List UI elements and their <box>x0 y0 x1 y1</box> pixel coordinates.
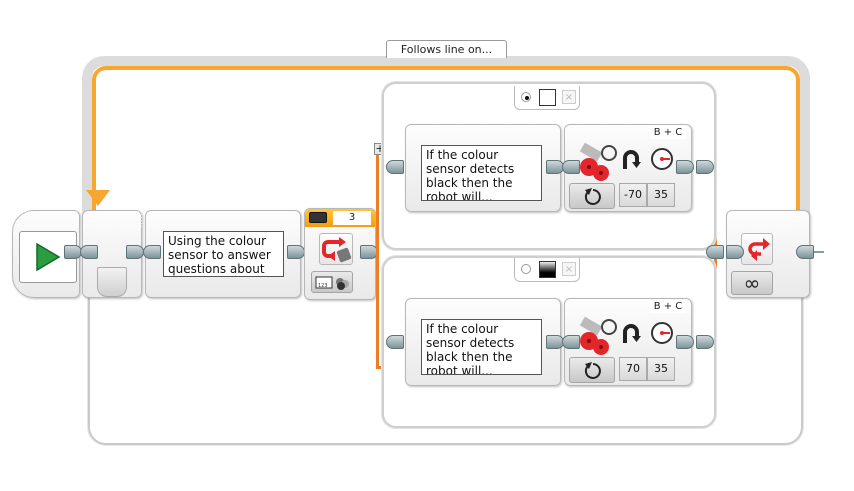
loop-output-connector[interactable] <box>126 245 144 259</box>
move-steering-block-case-2[interactable]: B + C 70 35 <box>564 298 692 386</box>
steering-value-case-2[interactable]: 70 <box>619 357 647 381</box>
loop-start-tab <box>97 267 127 297</box>
power-speedometer-icon <box>651 322 673 344</box>
move-steering-case-1-header: B + C <box>565 125 691 139</box>
rotate-icon <box>584 362 601 379</box>
case-2-color-swatch[interactable] <box>539 261 556 278</box>
case-1-input-connector[interactable] <box>386 160 404 174</box>
power-value-case-2[interactable]: 35 <box>647 357 675 381</box>
motor-mode-button-case-1[interactable] <box>569 183 615 209</box>
case-2-remove-button[interactable]: × <box>562 262 576 276</box>
large-motors-steering-icon <box>579 143 617 181</box>
loop-return-sequence-wire <box>92 66 800 216</box>
case-2-tab: × <box>514 258 580 282</box>
case-1-remove-button[interactable]: × <box>562 90 576 104</box>
switch-submode-button[interactable]: 123 <box>311 271 353 293</box>
loop-name-label[interactable]: Follows line on... <box>386 40 507 58</box>
loop-input-connector[interactable] <box>80 245 98 259</box>
loop-return-wire <box>82 56 810 216</box>
switch-mode-button[interactable] <box>319 233 353 265</box>
steering-value-case-1[interactable]: -70 <box>619 183 647 207</box>
comment-block-case-1[interactable]: If the colour sensor detects black then … <box>405 124 561 212</box>
loop-end-inner-connector[interactable] <box>726 245 744 259</box>
switch-flow-left-bar <box>376 143 379 368</box>
loop-mode-button[interactable] <box>741 233 773 265</box>
power-value-case-1[interactable]: 35 <box>647 183 675 207</box>
case-1-color-swatch[interactable] <box>539 89 556 106</box>
measure-color-icon: 123 <box>315 276 349 290</box>
switch-view-toggle-icon[interactable] <box>309 212 327 223</box>
large-motors-steering-icon <box>579 317 617 355</box>
comment-text-case-2[interactable]: If the colour sensor detects black then … <box>421 319 542 375</box>
switch-flow-left-bottom <box>376 366 386 369</box>
comment-output-connector[interactable] <box>287 245 305 259</box>
steering-icon <box>623 324 641 343</box>
loop-end-input-connector[interactable] <box>706 245 724 259</box>
motor-ports-label[interactable]: B + C <box>649 126 687 139</box>
switch-block[interactable]: 3 123 <box>304 208 376 300</box>
comment-block-case-2[interactable]: If the colour sensor detects black then … <box>405 298 561 386</box>
move-steering-case-2-output-connector[interactable] <box>676 335 694 349</box>
switch-header: 3 <box>305 209 375 227</box>
power-speedometer-icon <box>651 148 673 170</box>
loop-end-output-connector[interactable] <box>796 245 814 259</box>
move-steering-case-2-header: B + C <box>565 299 691 313</box>
case-2-output-connector[interactable] <box>696 335 714 349</box>
motor-ports-label[interactable]: B + C <box>649 300 687 313</box>
case-1-tab: × <box>514 86 580 110</box>
start-block-header <box>21 210 79 228</box>
infinity-icon[interactable]: ∞ <box>731 271 773 295</box>
steering-icon <box>623 150 641 169</box>
loop-count-field[interactable]: 3 <box>333 211 371 225</box>
play-icon <box>36 242 61 272</box>
loop-end-header <box>727 210 799 228</box>
move-steering-case-1-input-connector[interactable] <box>562 160 580 174</box>
move-steering-case-2-input-connector[interactable] <box>562 335 580 349</box>
comment-text-main[interactable]: Using the colour sensor to answer questi… <box>163 231 284 277</box>
start-block[interactable] <box>12 210 80 298</box>
comment-input-connector[interactable] <box>143 245 161 259</box>
comment-case-1-header <box>406 125 560 139</box>
case-1-output-connector[interactable] <box>696 160 714 174</box>
case-2-default-radio[interactable] <box>521 264 531 274</box>
color-sensor-compare-icon <box>322 237 352 263</box>
svg-text:123: 123 <box>318 283 328 289</box>
loop-start-header <box>95 210 143 228</box>
sequence-wire-out <box>814 251 824 253</box>
comment-block-main[interactable]: Using the colour sensor to answer questi… <box>145 210 301 298</box>
move-steering-block-case-1[interactable]: B + C -70 35 <box>564 124 692 212</box>
loop-repeat-icon <box>748 238 770 261</box>
comment-text-case-1[interactable]: If the colour sensor detects black then … <box>421 145 542 201</box>
loop-arrow-icon <box>86 190 110 206</box>
comment-block-header <box>146 211 300 225</box>
comment-case-2-header <box>406 299 560 313</box>
move-steering-case-1-output-connector[interactable] <box>676 160 694 174</box>
motor-mode-button-case-2[interactable] <box>569 357 615 383</box>
rotate-icon <box>584 188 601 205</box>
case-2-input-connector[interactable] <box>386 335 404 349</box>
case-1-default-radio[interactable] <box>521 92 531 102</box>
